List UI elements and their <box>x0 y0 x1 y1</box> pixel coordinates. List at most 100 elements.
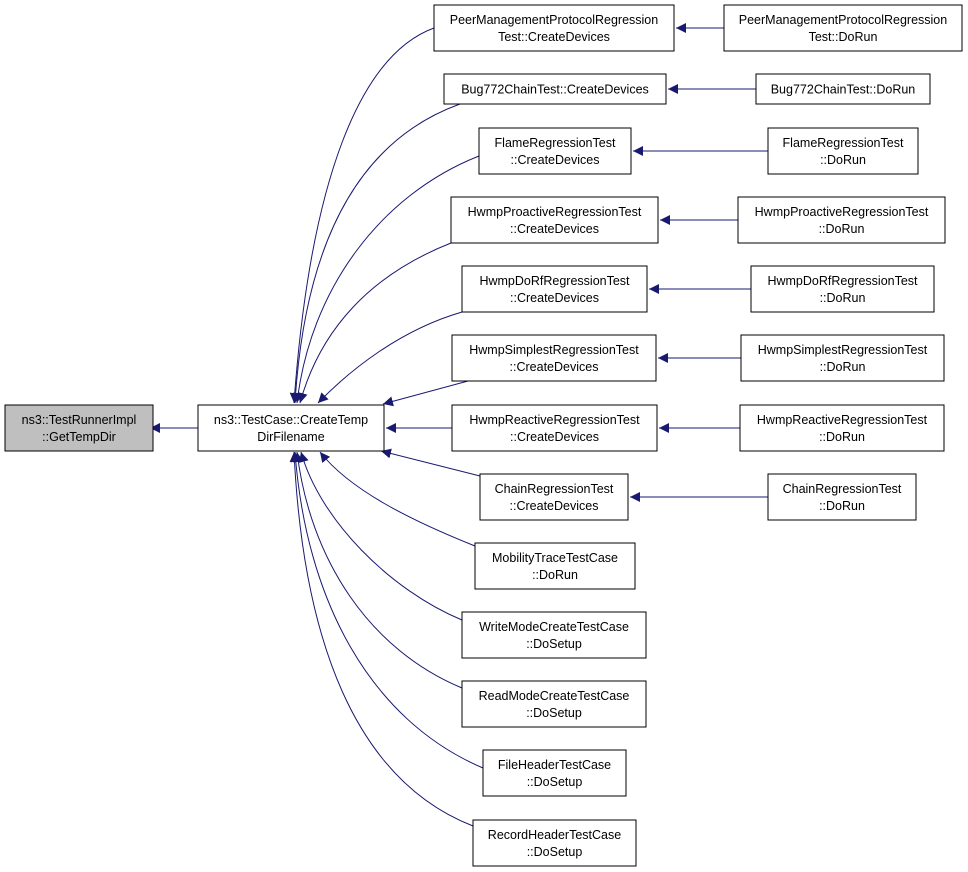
node-simDoRun[interactable]: HwmpSimplestRegressionTest::DoRun <box>740 334 945 382</box>
node-label: Bug772ChainTest::CreateDevices <box>461 83 649 97</box>
node-bugCreate[interactable]: Bug772ChainTest::CreateDevices <box>443 73 667 105</box>
node-box <box>478 127 632 175</box>
edge-chainCreate-to-createTempDirFilename <box>380 448 481 477</box>
node-box <box>479 473 629 521</box>
node-box <box>461 265 648 313</box>
node-chainCreate[interactable]: ChainRegressionTest::CreateDevices <box>479 473 629 521</box>
node-box <box>461 680 647 728</box>
node-label: ::CreateDevices <box>510 222 599 236</box>
node-box <box>443 73 667 105</box>
node-label: ::DoRun <box>819 222 865 236</box>
node-box <box>461 611 647 659</box>
node-peerDoRun[interactable]: PeerManagementProtocolRegressionTest::Do… <box>723 4 963 52</box>
edge-mobility-to-createTempDirFilename <box>319 451 476 547</box>
node-label: ChainRegressionTest <box>783 482 902 496</box>
node-label: HwmpDoRfRegressionTest <box>479 274 630 288</box>
node-label: ::CreateDevices <box>510 430 599 444</box>
node-readMode[interactable]: ReadModeCreateTestCase::DoSetup <box>461 680 647 728</box>
node-box <box>4 404 154 452</box>
node-box <box>767 473 917 521</box>
node-flameCreate[interactable]: FlameRegressionTest::CreateDevices <box>478 127 632 175</box>
node-label: ::GetTempDir <box>42 430 116 444</box>
node-box <box>755 73 931 105</box>
node-recordHeader[interactable]: RecordHeaderTestCase::DoSetup <box>472 819 637 867</box>
node-dorfDoRun[interactable]: HwmpDoRfRegressionTest::DoRun <box>750 265 935 313</box>
edge-writeMode-to-createTempDirFilename <box>298 451 463 621</box>
node-label: ::DoSetup <box>526 637 582 651</box>
edge-dorfCreate-to-createTempDirFilename <box>317 311 463 404</box>
node-label: FlameRegressionTest <box>783 136 904 150</box>
node-label: ::DoSetup <box>526 706 582 720</box>
node-box <box>739 404 945 452</box>
node-label: Test::DoRun <box>809 30 878 44</box>
edge-flameCreate-to-createTempDirFilename <box>293 155 480 404</box>
node-box <box>451 334 657 382</box>
node-label: ReadModeCreateTestCase <box>479 689 630 703</box>
node-getTempDir[interactable]: ns3::TestRunnerImpl::GetTempDir <box>4 404 154 452</box>
edge-simCreate-to-createTempDirFilename <box>382 380 469 407</box>
node-label: FlameRegressionTest <box>495 136 616 150</box>
node-proCreate[interactable]: HwmpProactiveRegressionTest::CreateDevic… <box>450 196 659 244</box>
node-chainDoRun[interactable]: ChainRegressionTest::DoRun <box>767 473 917 521</box>
node-label: Test::CreateDevices <box>498 30 610 44</box>
node-mobility[interactable]: MobilityTraceTestCase::DoRun <box>474 542 636 590</box>
node-label: ns3::TestRunnerImpl <box>22 413 137 427</box>
node-box <box>767 127 919 175</box>
node-writeMode[interactable]: WriteModeCreateTestCase::DoSetup <box>461 611 647 659</box>
node-label: ::DoRun <box>820 360 866 374</box>
node-box <box>740 334 945 382</box>
edges <box>150 23 768 827</box>
node-label: ::DoRun <box>820 291 866 305</box>
node-label: HwmpSimplestRegressionTest <box>469 343 639 357</box>
node-fileHeader[interactable]: FileHeaderTestCase::DoSetup <box>482 749 627 797</box>
node-label: ::DoSetup <box>527 775 583 789</box>
edge-peerCreate-to-createTempDirFilename <box>289 27 435 404</box>
edge-readMode-to-createTempDirFilename <box>293 451 463 689</box>
node-reaDoRun[interactable]: HwmpReactiveRegressionTest::DoRun <box>739 404 945 452</box>
node-flameDoRun[interactable]: FlameRegressionTest::DoRun <box>767 127 919 175</box>
edge-fileHeader-to-createTempDirFilename <box>290 451 484 769</box>
node-label: Bug772ChainTest::DoRun <box>771 83 916 97</box>
node-label: ::CreateDevices <box>511 153 600 167</box>
node-label: PeerManagementProtocolRegression <box>450 13 658 27</box>
nodes: ns3::TestRunnerImpl::GetTempDirns3::Test… <box>4 4 963 867</box>
node-box <box>474 542 636 590</box>
node-label: MobilityTraceTestCase <box>492 551 618 565</box>
node-label: WriteModeCreateTestCase <box>479 620 629 634</box>
node-peerCreate[interactable]: PeerManagementProtocolRegressionTest::Cr… <box>433 4 675 52</box>
node-bugDoRun[interactable]: Bug772ChainTest::DoRun <box>755 73 931 105</box>
node-dorfCreate[interactable]: HwmpDoRfRegressionTest::CreateDevices <box>461 265 648 313</box>
node-label: HwmpReactiveRegressionTest <box>469 413 640 427</box>
node-label: ::CreateDevices <box>510 291 599 305</box>
node-proDoRun[interactable]: HwmpProactiveRegressionTest::DoRun <box>737 196 946 244</box>
node-label: ::CreateDevices <box>510 499 599 513</box>
node-label: ::DoRun <box>819 499 865 513</box>
node-box <box>723 4 963 52</box>
node-label: HwmpDoRfRegressionTest <box>767 274 918 288</box>
edge-recordHeader-to-createTempDirFilename <box>289 451 474 827</box>
node-label: DirFilename <box>257 430 324 444</box>
node-simCreate[interactable]: HwmpSimplestRegressionTest::CreateDevice… <box>451 334 657 382</box>
node-box <box>750 265 935 313</box>
node-box <box>197 404 385 452</box>
node-label: HwmpSimplestRegressionTest <box>758 343 928 357</box>
node-box <box>433 4 675 52</box>
node-box <box>472 819 637 867</box>
node-box <box>482 749 627 797</box>
node-box <box>737 196 946 244</box>
node-label: ::DoRun <box>819 430 865 444</box>
edge-proCreate-to-createTempDirFilename <box>297 242 452 404</box>
node-label: ::DoSetup <box>527 845 583 859</box>
node-label: PeerManagementProtocolRegression <box>739 13 947 27</box>
node-label: HwmpProactiveRegressionTest <box>468 205 642 219</box>
node-label: ::DoRun <box>532 568 578 582</box>
node-label: RecordHeaderTestCase <box>488 828 621 842</box>
node-label: FileHeaderTestCase <box>498 758 611 772</box>
node-label: HwmpReactiveRegressionTest <box>757 413 928 427</box>
node-box <box>450 196 659 244</box>
node-box <box>451 404 658 452</box>
node-reaCreate[interactable]: HwmpReactiveRegressionTest::CreateDevice… <box>451 404 658 452</box>
edge-bugCreate-to-createTempDirFilename <box>290 103 461 404</box>
